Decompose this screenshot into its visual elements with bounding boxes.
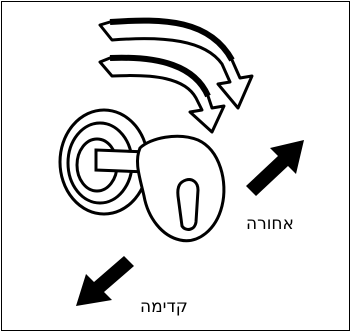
- backward-label: אחורה: [246, 216, 294, 233]
- arrow-down-left-icon: [76, 256, 134, 306]
- forward-label: קדימה: [140, 299, 188, 316]
- arrow-up-right-icon: [246, 140, 304, 196]
